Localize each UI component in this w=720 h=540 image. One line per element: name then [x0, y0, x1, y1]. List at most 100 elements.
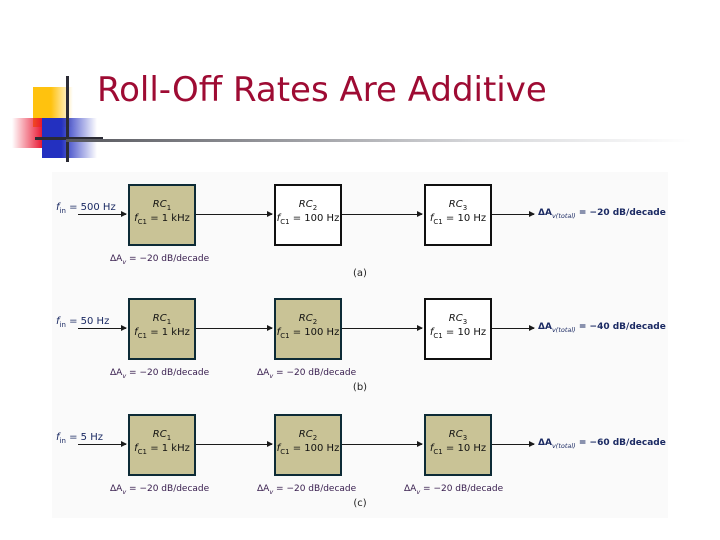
row-c-total-rolloff-label: ΔAv(total) = −60 dB/decade: [538, 437, 670, 452]
row-a-total-rolloff-label: ΔAv(total) = −20 dB/decade: [538, 207, 670, 222]
row-c-block3-freq-symbol: f: [429, 443, 434, 454]
row-a-block3-freq: fC1 = 10 Hz: [426, 213, 490, 226]
row-c-stage1-symbol: ΔA: [110, 484, 123, 494]
row-a-input-frequency-label: fin = 500 Hz: [52, 202, 128, 215]
row-c-block1-freq-sub: C1: [137, 448, 148, 456]
row-b-total-rolloff-label: ΔAv(total) = −40 dB/decade: [538, 321, 670, 336]
panel-label-a: (a): [353, 268, 367, 279]
row-c-block1-name-text: RC: [152, 429, 167, 440]
figure-cascaded-rc-stages: fin = 500 Hz RC1 fC1 = 1 kHz RC2 fC1 = 1…: [52, 172, 668, 518]
row-c-block2-name-sub: 2: [312, 434, 318, 442]
row-b-stage2-rolloff-label: ΔAv = −20 dB/decade: [257, 368, 356, 380]
row-c-stage2-subscript: v: [269, 487, 274, 496]
row-a-input-symbol: f: [56, 202, 60, 213]
diagram-row-c: fin = 5 Hz RC1 fC1 = 1 kHz RC2 fC1 = 100…: [52, 402, 668, 518]
row-c-block3-name-sub: 3: [462, 434, 468, 442]
row-c-arrow-1-2: [196, 441, 273, 447]
row-c-block2-name-text: RC: [298, 429, 313, 440]
row-a-arrow-out: [492, 211, 535, 217]
row-c-block2-freq-value: = 100 Hz: [289, 443, 340, 454]
row-c-input-subscript: in: [59, 437, 66, 445]
row-b-input-subscript: in: [59, 321, 66, 329]
row-a-arrow-1-2: [196, 211, 273, 217]
row-b-block1-name-text: RC: [152, 313, 167, 324]
row-c-stage2-symbol: ΔA: [257, 484, 270, 494]
row-c-block-rc2: RC2 fC1 = 100 Hz: [274, 414, 342, 476]
row-c-block1-freq: fC1 = 1 kHz: [130, 443, 194, 456]
row-a-total-symbol: ΔA: [538, 208, 552, 218]
row-a-block2-freq-value: = 100 Hz: [289, 213, 340, 224]
row-c-block2-freq-symbol: f: [276, 443, 281, 454]
row-a-block3-name: RC3: [426, 199, 490, 212]
row-b-block1-freq: fC1 = 1 kHz: [130, 327, 194, 340]
decoration-horizontal-bar: [35, 137, 103, 140]
row-b-block1-freq-sub: C1: [137, 332, 148, 340]
diagram-row-b: fin = 50 Hz RC1 fC1 = 1 kHz RC2 fC1 = 10…: [52, 286, 668, 402]
row-a-block2-name-text: RC: [298, 199, 313, 210]
row-b-block1-name: RC1: [130, 313, 194, 326]
row-b-block2-name-sub: 2: [312, 318, 318, 326]
row-c-stage1-subscript: v: [122, 487, 127, 496]
row-c-arrow-2-3: [342, 441, 423, 447]
row-a-arrow-in: [78, 211, 127, 217]
row-a-total-value: = −20 dB/decade: [575, 208, 666, 218]
row-c-total-subscript: v(total): [551, 441, 576, 450]
row-a-block1-name-sub: 1: [166, 204, 172, 212]
row-a-block1-freq: fC1 = 1 kHz: [130, 213, 194, 226]
row-a-block2-name-sub: 2: [312, 204, 318, 212]
row-b-stage1-rolloff-label: ΔAv = −20 dB/decade: [110, 368, 209, 380]
diagram-row-a: fin = 500 Hz RC1 fC1 = 1 kHz RC2 fC1 = 1…: [52, 172, 668, 286]
row-c-total-symbol: ΔA: [538, 438, 552, 448]
row-c-block3-freq-value: = 10 Hz: [442, 443, 487, 454]
row-a-block1-freq-value: = 1 kHz: [147, 213, 190, 224]
row-b-block3-name-sub: 3: [462, 318, 468, 326]
row-c-block1-freq-value: = 1 kHz: [147, 443, 190, 454]
row-c-block3-freq: fC1 = 10 Hz: [426, 443, 490, 456]
row-b-block2-name-text: RC: [298, 313, 313, 324]
title-underline-rule: [66, 139, 692, 142]
row-b-block3-name: RC3: [426, 313, 490, 326]
row-c-input-symbol: f: [56, 432, 60, 443]
row-a-block2-freq-sub: C1: [280, 218, 290, 226]
row-b-stage1-value: = −20 dB/decade: [126, 368, 210, 378]
row-c-stage1-rolloff-label: ΔAv = −20 dB/decade: [110, 484, 209, 496]
row-c-block2-freq-sub: C1: [280, 448, 290, 456]
row-c-total-value: = −60 dB/decade: [575, 438, 666, 448]
decoration-vertical-bar: [66, 76, 69, 162]
row-a-block3-freq-value: = 10 Hz: [442, 213, 487, 224]
row-a-input-subscript: in: [59, 207, 66, 215]
row-a-block1-freq-sub: C1: [137, 218, 148, 226]
row-a-arrow-2-3: [342, 211, 423, 217]
row-c-stage1-value: = −20 dB/decade: [126, 484, 210, 494]
row-a-block-rc1: RC1 fC1 = 1 kHz: [128, 184, 196, 246]
row-b-block2-name: RC2: [276, 313, 340, 326]
row-b-stage1-symbol: ΔA: [110, 368, 123, 378]
row-a-block1-freq-symbol: f: [134, 213, 138, 224]
row-b-stage2-subscript: v: [269, 371, 274, 380]
row-b-block1-freq-symbol: f: [134, 327, 138, 338]
row-a-block-rc3: RC3 fC1 = 10 Hz: [424, 184, 492, 246]
row-c-block1-name-sub: 1: [166, 434, 172, 442]
row-c-block1-freq-symbol: f: [134, 443, 138, 454]
row-b-input-frequency-label: fin = 50 Hz: [52, 316, 128, 329]
row-b-input-value: = 50 Hz: [65, 316, 110, 327]
row-b-block3-name-text: RC: [448, 313, 463, 324]
row-a-block1-name: RC1: [130, 199, 194, 212]
row-a-block2-freq-symbol: f: [276, 213, 281, 224]
row-a-stage1-symbol: ΔA: [110, 254, 123, 264]
row-a-block2-freq: fC1 = 100 Hz: [276, 213, 340, 226]
row-b-block3-freq: fC1 = 10 Hz: [426, 327, 490, 340]
row-c-block-rc1: RC1 fC1 = 1 kHz: [128, 414, 196, 476]
row-a-stage1-value: = −20 dB/decade: [126, 254, 210, 264]
panel-label-c: (c): [353, 498, 367, 509]
row-b-block2-freq-symbol: f: [276, 327, 281, 338]
row-a-stage1-rolloff-label: ΔAv = −20 dB/decade: [110, 254, 209, 266]
row-c-stage3-subscript: v: [416, 487, 421, 496]
row-b-input-symbol: f: [56, 316, 60, 327]
row-a-block1-name-text: RC: [152, 199, 167, 210]
row-c-stage3-rolloff-label: ΔAv = −20 dB/decade: [404, 484, 503, 496]
row-b-block1-freq-value: = 1 kHz: [147, 327, 190, 338]
row-a-total-subscript: v(total): [551, 211, 576, 220]
row-b-block3-freq-symbol: f: [429, 327, 434, 338]
row-a-block3-name-sub: 3: [462, 204, 468, 212]
